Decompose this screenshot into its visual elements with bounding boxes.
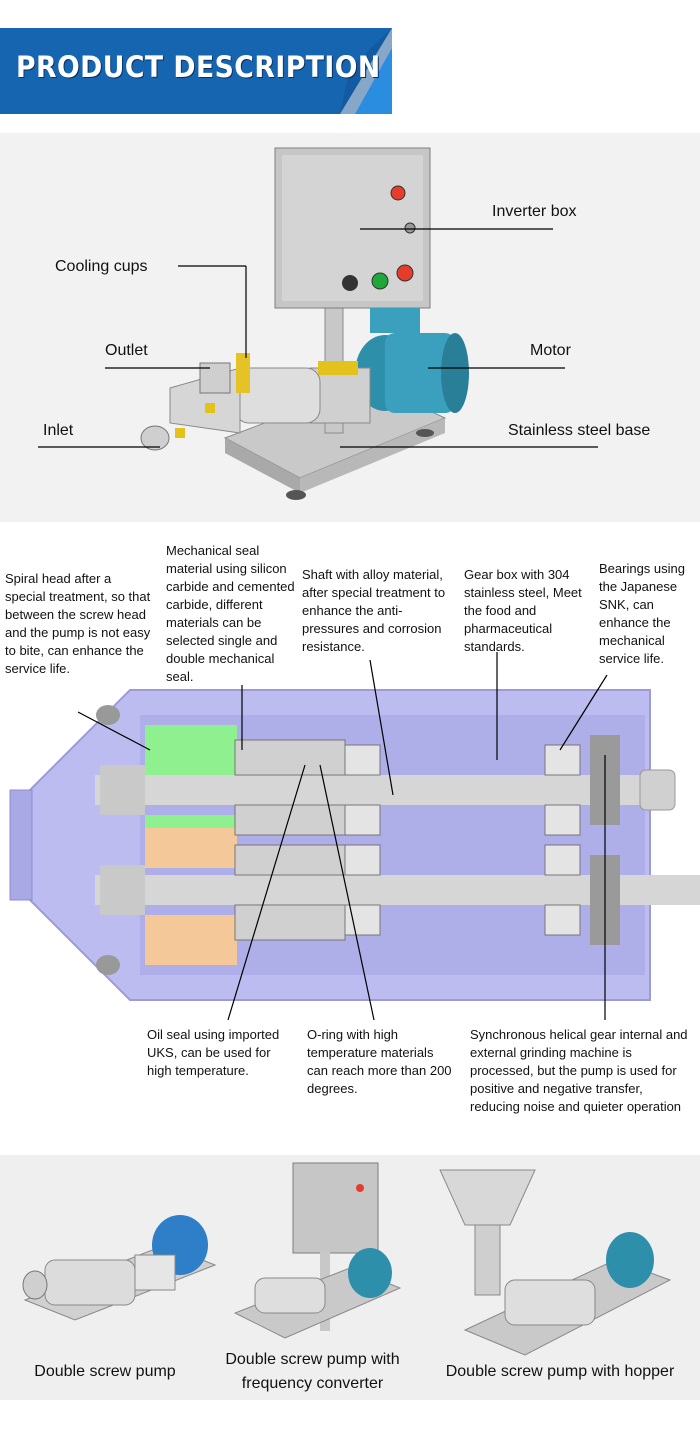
overview-section: Inverter box Cooling cups Outlet Motor I… bbox=[0, 133, 700, 522]
note-shaft: Shaft with alloy material, after special… bbox=[302, 567, 446, 654]
caption-double-screw-pump: Double screw pump bbox=[34, 1363, 176, 1380]
label-inverter-box: Inverter box bbox=[492, 203, 577, 220]
double-screw-pump-image bbox=[22, 1215, 217, 1321]
note-gear-box: Gear box with 304 stainless steel, Meet … bbox=[464, 567, 582, 654]
caption-double-screw-pump-hopper: Double screw pump with hopper bbox=[445, 1363, 675, 1380]
note-o-ring: O-ring with high temperature materials c… bbox=[307, 1027, 452, 1096]
pump-with-inverter-illustration bbox=[38, 147, 598, 500]
note-bearings: Bearings using the Japanese SNK, can enh… bbox=[599, 561, 685, 666]
double-screw-pump-with-frequency-converter-image bbox=[233, 1162, 402, 1339]
pump-cutaway-diagram bbox=[9, 652, 700, 1021]
page-title: PRODUCT DESCRIPTION bbox=[16, 50, 381, 84]
label-motor: Motor bbox=[530, 342, 571, 359]
label-outlet: Outlet bbox=[105, 342, 148, 359]
label-stainless-steel-base: Stainless steel base bbox=[508, 422, 651, 439]
header-banner bbox=[0, 28, 392, 114]
product-variants-section: Double screw pump Double screw pump with… bbox=[0, 1155, 700, 1400]
label-inlet: Inlet bbox=[43, 422, 74, 439]
note-mechanical-seal: Mechanical seal material using silicon c… bbox=[166, 543, 295, 684]
double-screw-pump-with-hopper-image bbox=[439, 1169, 672, 1356]
note-spiral-head: Spiral head after a special treatment, s… bbox=[5, 571, 151, 676]
cutaway-section: Spiral head after a special treatment, s… bbox=[0, 540, 700, 1140]
note-helical-gear: Synchronous helical gear internal and ex… bbox=[470, 1027, 688, 1114]
label-cooling-cups: Cooling cups bbox=[55, 258, 148, 275]
caption-double-screw-pump-frequency-converter: Double screw pump with frequency convert… bbox=[225, 1351, 400, 1392]
note-oil-seal: Oil seal using imported UKS, can be used… bbox=[147, 1027, 280, 1078]
